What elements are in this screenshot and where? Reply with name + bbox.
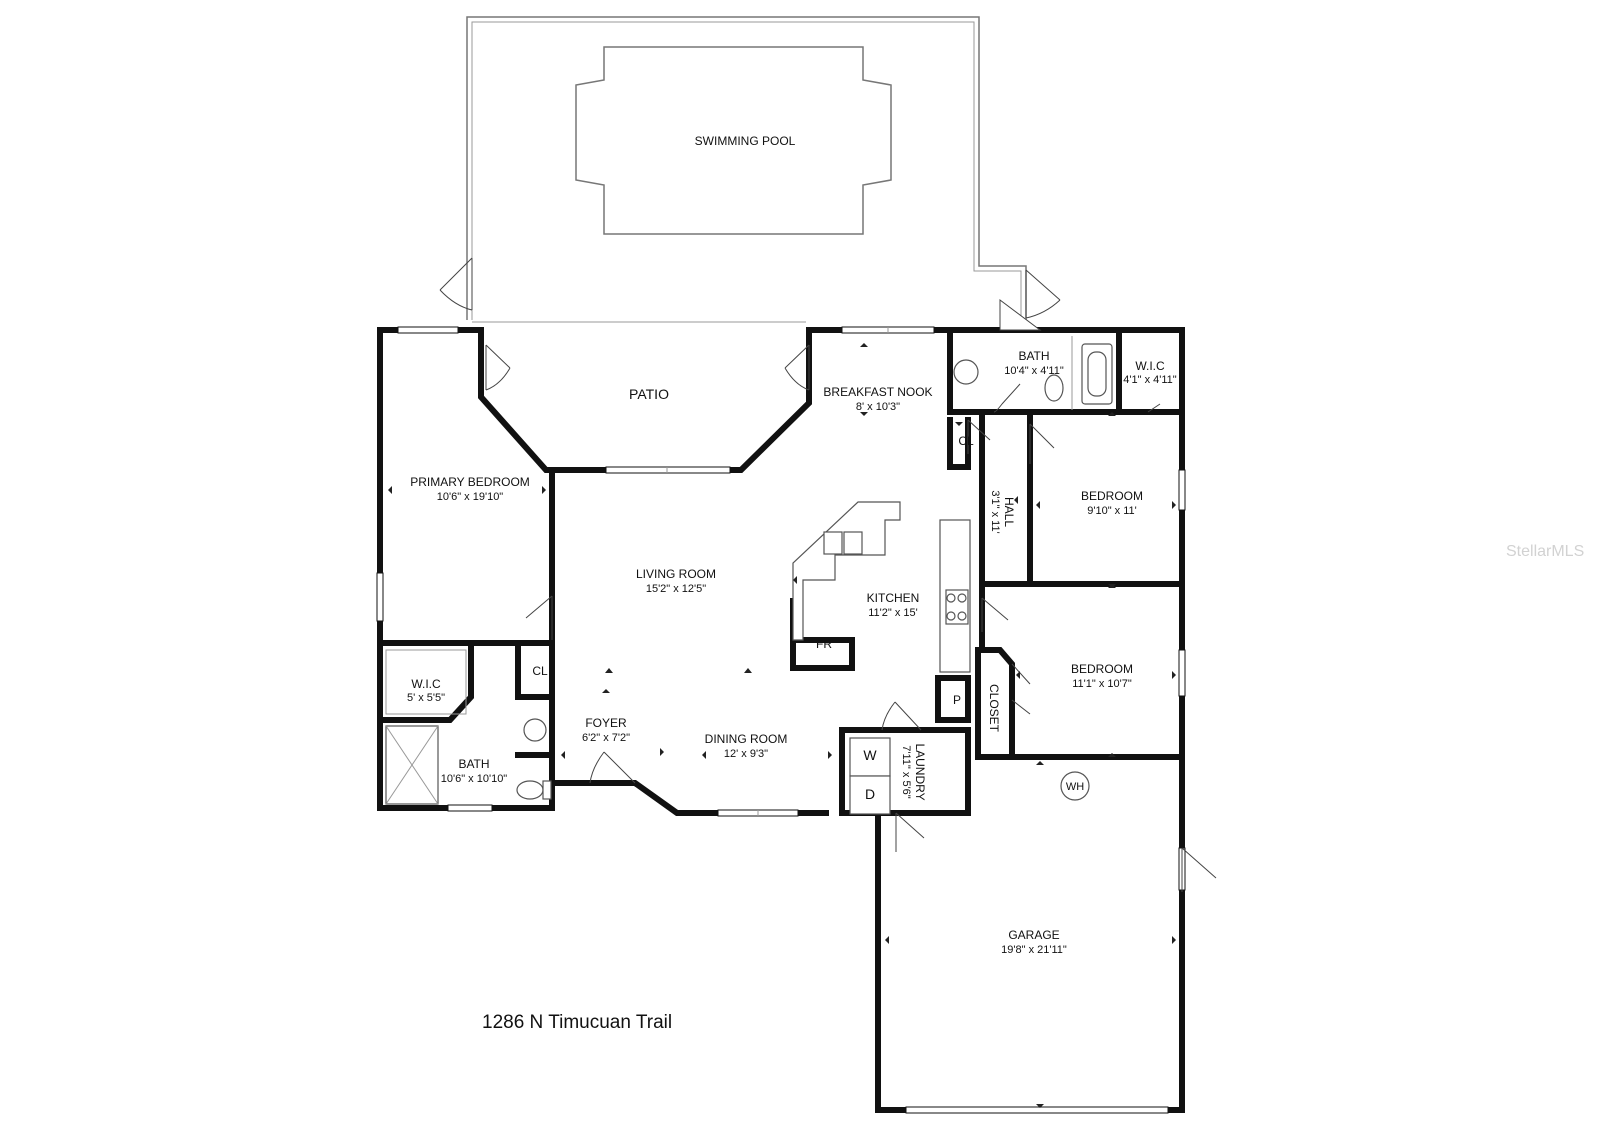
patio-label: PATIO: [629, 386, 669, 402]
primary-bedroom-label: PRIMARY BEDROOM: [410, 475, 530, 489]
bath-top-label: BATH: [1018, 349, 1049, 363]
kitchen-label: KITCHEN: [867, 591, 920, 605]
bath-top-dims: 10'4" x 4'11": [1004, 365, 1064, 377]
dining-room-dims: 12' x 9'3": [724, 748, 768, 760]
closet-top-marker: CL: [958, 434, 974, 448]
kitchen-dims: 11'2" x 15': [868, 607, 918, 619]
foyer-dims: 6'2" x 7'2": [582, 732, 630, 744]
dryer-marker: D: [865, 786, 875, 802]
bedroom-2-dims: 11'1" x 10'7": [1072, 678, 1132, 690]
bath-primary-label: BATH: [458, 757, 489, 771]
closet-primary-marker: CL: [532, 664, 548, 678]
fixtures: [385, 336, 1113, 815]
dining-room-label: DINING ROOM: [705, 732, 788, 746]
room-labels: SWIMMING POOL PATIO BREAKFAST NOOK 8' x …: [407, 134, 1177, 956]
breakfast-nook-dims: 8' x 10'3": [856, 401, 900, 413]
breakfast-nook-label: BREAKFAST NOOK: [823, 385, 932, 399]
swimming-pool: [575, 46, 892, 235]
hall-label: HALL: [1002, 497, 1016, 527]
laundry-label: LAUNDRY: [913, 743, 927, 800]
bath-primary-dims: 10'6" x 10'10": [441, 773, 508, 785]
foyer-label: FOYER: [585, 716, 627, 730]
hall-dims: 3'1" x 11': [989, 490, 1001, 533]
doors: [439, 257, 1217, 892]
garage-dims: 19'8" x 21'11": [1001, 944, 1067, 956]
primary-bedroom-dims: 10'6" x 19'10": [437, 491, 504, 503]
wic-primary-dims: 5' x 5'5": [407, 692, 445, 704]
wic-top-label: W.I.C: [1135, 359, 1165, 373]
wic-primary-label: W.I.C: [411, 677, 441, 691]
watermark: StellarMLS: [1506, 543, 1585, 560]
pool-label: SWIMMING POOL: [695, 134, 796, 148]
pantry-marker: P: [953, 693, 961, 707]
washer-marker: W: [863, 747, 877, 763]
interior-walls: [377, 327, 1185, 1113]
fridge-marker: FR: [816, 637, 832, 651]
garage-label: GARAGE: [1008, 928, 1059, 942]
bedroom-2-label: BEDROOM: [1071, 662, 1133, 676]
pool-enclosure: [466, 16, 1027, 323]
living-room-dims: 15'2" x 12'5": [646, 583, 706, 595]
laundry-dims: 7'11" x 5'6": [900, 745, 912, 798]
living-room-label: LIVING ROOM: [636, 567, 716, 581]
dimension-ticks: [388, 343, 1176, 1108]
closet-label: CLOSET: [987, 684, 1001, 733]
water-heater-marker: WH: [1066, 781, 1084, 793]
wic-top-dims: 4'1" x 4'11": [1123, 374, 1176, 386]
bedroom-1-label: BEDROOM: [1081, 489, 1143, 503]
property-address: 1286 N Timucuan Trail: [482, 1012, 673, 1033]
bedroom-1-dims: 9'10" x 11': [1087, 505, 1137, 517]
windows: [376, 326, 1186, 1114]
